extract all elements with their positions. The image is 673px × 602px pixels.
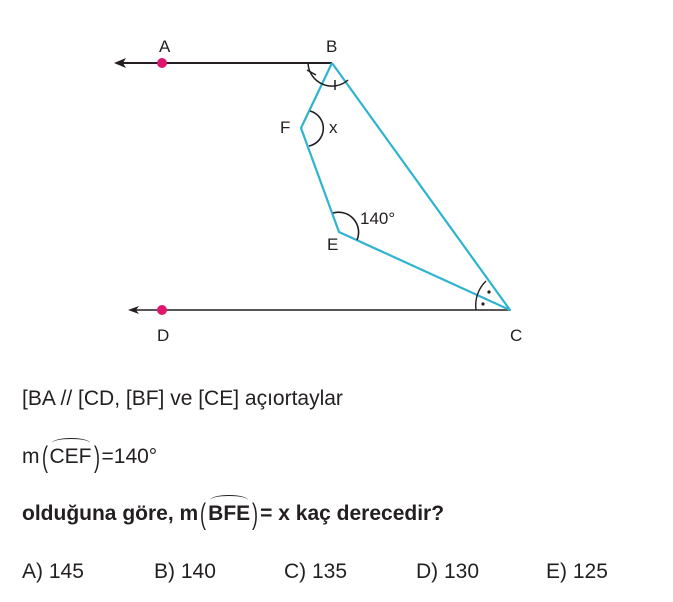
given-angle: m(CEF)=140° <box>22 438 158 474</box>
question-suffix: = x kaç derecedir? <box>260 502 445 525</box>
label-f: F <box>280 118 290 137</box>
point-a <box>157 58 167 68</box>
angle-arc-e <box>332 211 360 241</box>
question-text: olduğuna göre, m(BFE)= x kaç derecedir? <box>22 495 445 531</box>
option-d[interactable]: D) 130 <box>416 560 480 583</box>
point-d <box>157 305 167 315</box>
angle-arc-x <box>308 110 325 147</box>
arrowhead-d-icon <box>128 306 139 314</box>
label-d: D <box>157 326 169 345</box>
geometry-figure: A B F x 140° E C D <box>114 37 522 345</box>
angle-value: =140° <box>101 445 158 468</box>
label-e: E <box>327 235 338 254</box>
bisector-dot-1 <box>487 290 491 294</box>
question-prefix: olduğuna göre, m <box>22 502 199 525</box>
arrowhead-a-icon <box>114 58 126 68</box>
angle-bfe: BFE <box>208 495 251 525</box>
label-x: x <box>329 118 338 137</box>
angle-cef: CEF <box>49 438 92 468</box>
measure-m: m <box>22 445 40 468</box>
quadrilateral-bfec <box>299 62 512 312</box>
label-140: 140° <box>360 209 395 228</box>
option-b[interactable]: B) 140 <box>154 560 216 583</box>
option-c[interactable]: C) 135 <box>284 560 348 583</box>
option-e[interactable]: E) 125 <box>546 560 608 583</box>
angle-arc-b <box>307 62 349 87</box>
label-b: B <box>326 37 337 56</box>
angle-arc-c <box>474 280 487 311</box>
bisector-dot-2 <box>481 302 485 306</box>
option-a[interactable]: A) 145 <box>22 560 84 583</box>
given-statement: [BA // [CD, [BF] ve [CE] açıortaylar <box>22 387 343 410</box>
label-a: A <box>159 37 171 56</box>
label-c: C <box>510 326 522 345</box>
bisector-tick-1 <box>306 69 317 76</box>
